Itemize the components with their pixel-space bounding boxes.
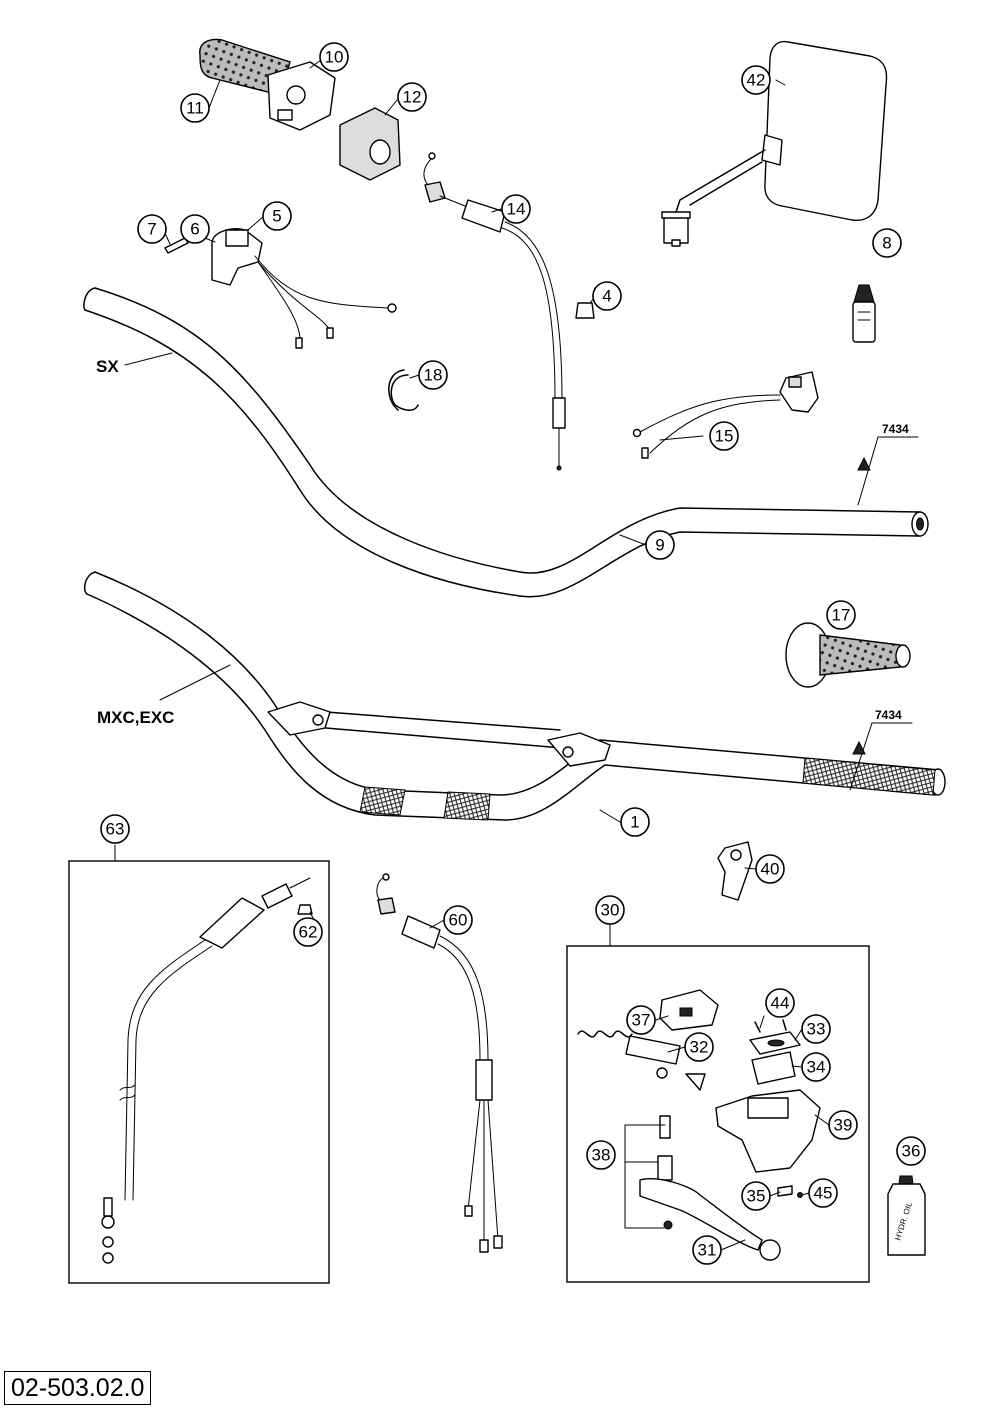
svg-text:6: 6 xyxy=(190,220,199,239)
callout-42: 42 xyxy=(741,65,771,95)
mxc-exc-handlebar xyxy=(83,571,946,821)
svg-text:42: 42 xyxy=(747,71,766,90)
start-button xyxy=(632,371,819,459)
svg-text:4: 4 xyxy=(602,287,611,306)
callout-35: 35 xyxy=(741,1181,771,1211)
callout-62: 62 xyxy=(293,917,323,947)
sx-label: SX xyxy=(96,357,119,376)
left-grip xyxy=(785,622,911,688)
svg-text:33: 33 xyxy=(807,1020,826,1039)
sx-leader xyxy=(124,352,173,366)
svg-text:44: 44 xyxy=(771,994,790,1013)
callout-1: 1 xyxy=(620,807,650,837)
document-number: 02-503.02.0 xyxy=(4,1371,152,1405)
callout-60: 60 xyxy=(443,905,473,935)
callout-12: 12 xyxy=(397,82,427,112)
ref-7434-lower-text: 7434 xyxy=(875,708,902,722)
svg-text:40: 40 xyxy=(761,860,780,879)
svg-text:32: 32 xyxy=(690,1038,709,1057)
ref-7434-lower: 7434 xyxy=(849,708,913,791)
throttle-cable xyxy=(423,152,566,471)
cable-60 xyxy=(376,873,503,1253)
callout-45: 45 xyxy=(808,1178,838,1208)
callout-44: 44 xyxy=(765,988,795,1018)
cable-tie xyxy=(388,369,419,411)
svg-text:62: 62 xyxy=(299,923,318,942)
callout-leaders xyxy=(163,59,830,1251)
svg-text:34: 34 xyxy=(807,1058,826,1077)
svg-text:10: 10 xyxy=(325,48,344,67)
svg-text:60: 60 xyxy=(449,911,468,930)
callout-33: 33 xyxy=(801,1014,831,1044)
callout-63: 63 xyxy=(100,814,130,844)
callout-37: 37 xyxy=(626,1005,656,1035)
callout-4: 4 xyxy=(592,281,622,311)
ref-7434-upper: 7434 xyxy=(857,422,919,506)
svg-text:36: 36 xyxy=(902,1142,921,1161)
callout-8: 8 xyxy=(872,228,902,258)
hot-start-cable xyxy=(101,877,311,1264)
svg-text:45: 45 xyxy=(814,1184,833,1203)
mirror xyxy=(661,40,888,247)
throttle-cover xyxy=(339,107,401,181)
svg-text:18: 18 xyxy=(424,366,443,385)
master-cylinder-parts xyxy=(577,989,821,1261)
callout-31: 31 xyxy=(692,1235,722,1265)
svg-text:39: 39 xyxy=(834,1116,853,1135)
thread-locker-bottle xyxy=(852,284,876,343)
callout-10: 10 xyxy=(319,42,349,72)
hot-start-box xyxy=(68,860,330,1284)
callout-18: 18 xyxy=(418,360,448,390)
cap-part-4 xyxy=(575,302,595,319)
svg-text:8: 8 xyxy=(882,234,891,253)
hydraulic-oil-bottle: HYDR. OIL xyxy=(887,1175,926,1256)
svg-text:63: 63 xyxy=(106,820,125,839)
svg-text:15: 15 xyxy=(715,427,734,446)
callout-30: 30 xyxy=(595,895,625,925)
callout-36: 36 xyxy=(896,1136,926,1166)
svg-text:1: 1 xyxy=(630,813,639,832)
ref-7434-upper-text: 7434 xyxy=(882,422,909,436)
callout-5: 5 xyxy=(262,201,292,231)
mxc-exc-label: MXC,EXC xyxy=(97,708,174,727)
svg-text:9: 9 xyxy=(655,536,664,555)
svg-text:14: 14 xyxy=(507,200,526,219)
svg-text:37: 37 xyxy=(632,1011,651,1030)
callout-34: 34 xyxy=(801,1052,831,1082)
svg-text:35: 35 xyxy=(747,1187,766,1206)
svg-text:17: 17 xyxy=(832,606,851,625)
callout-15: 15 xyxy=(709,421,739,451)
callout-17: 17 xyxy=(826,600,856,630)
master-cylinder-box xyxy=(566,945,870,1283)
cap-part-62 xyxy=(297,904,313,915)
callout-9: 9 xyxy=(645,530,675,560)
svg-text:11: 11 xyxy=(186,99,204,118)
callout-38: 38 xyxy=(586,1140,616,1170)
svg-text:30: 30 xyxy=(601,901,620,920)
callout-7: 7 xyxy=(137,214,167,244)
sx-handlebar xyxy=(83,287,929,598)
clamp-40 xyxy=(717,841,753,901)
callout-14: 14 xyxy=(501,194,531,224)
mxc-exc-leader xyxy=(159,664,231,701)
callout-6: 6 xyxy=(180,214,210,244)
svg-text:38: 38 xyxy=(592,1146,611,1165)
callout-39: 39 xyxy=(828,1110,858,1140)
svg-text:31: 31 xyxy=(698,1241,717,1260)
callout-32: 32 xyxy=(684,1032,714,1062)
svg-text:12: 12 xyxy=(403,88,422,107)
svg-text:5: 5 xyxy=(272,207,281,226)
callout-40: 40 xyxy=(755,854,785,884)
callout-11: 11 xyxy=(180,93,210,123)
kill-switch xyxy=(164,228,397,349)
throttle-housing xyxy=(267,61,336,131)
svg-text:7: 7 xyxy=(147,220,156,239)
